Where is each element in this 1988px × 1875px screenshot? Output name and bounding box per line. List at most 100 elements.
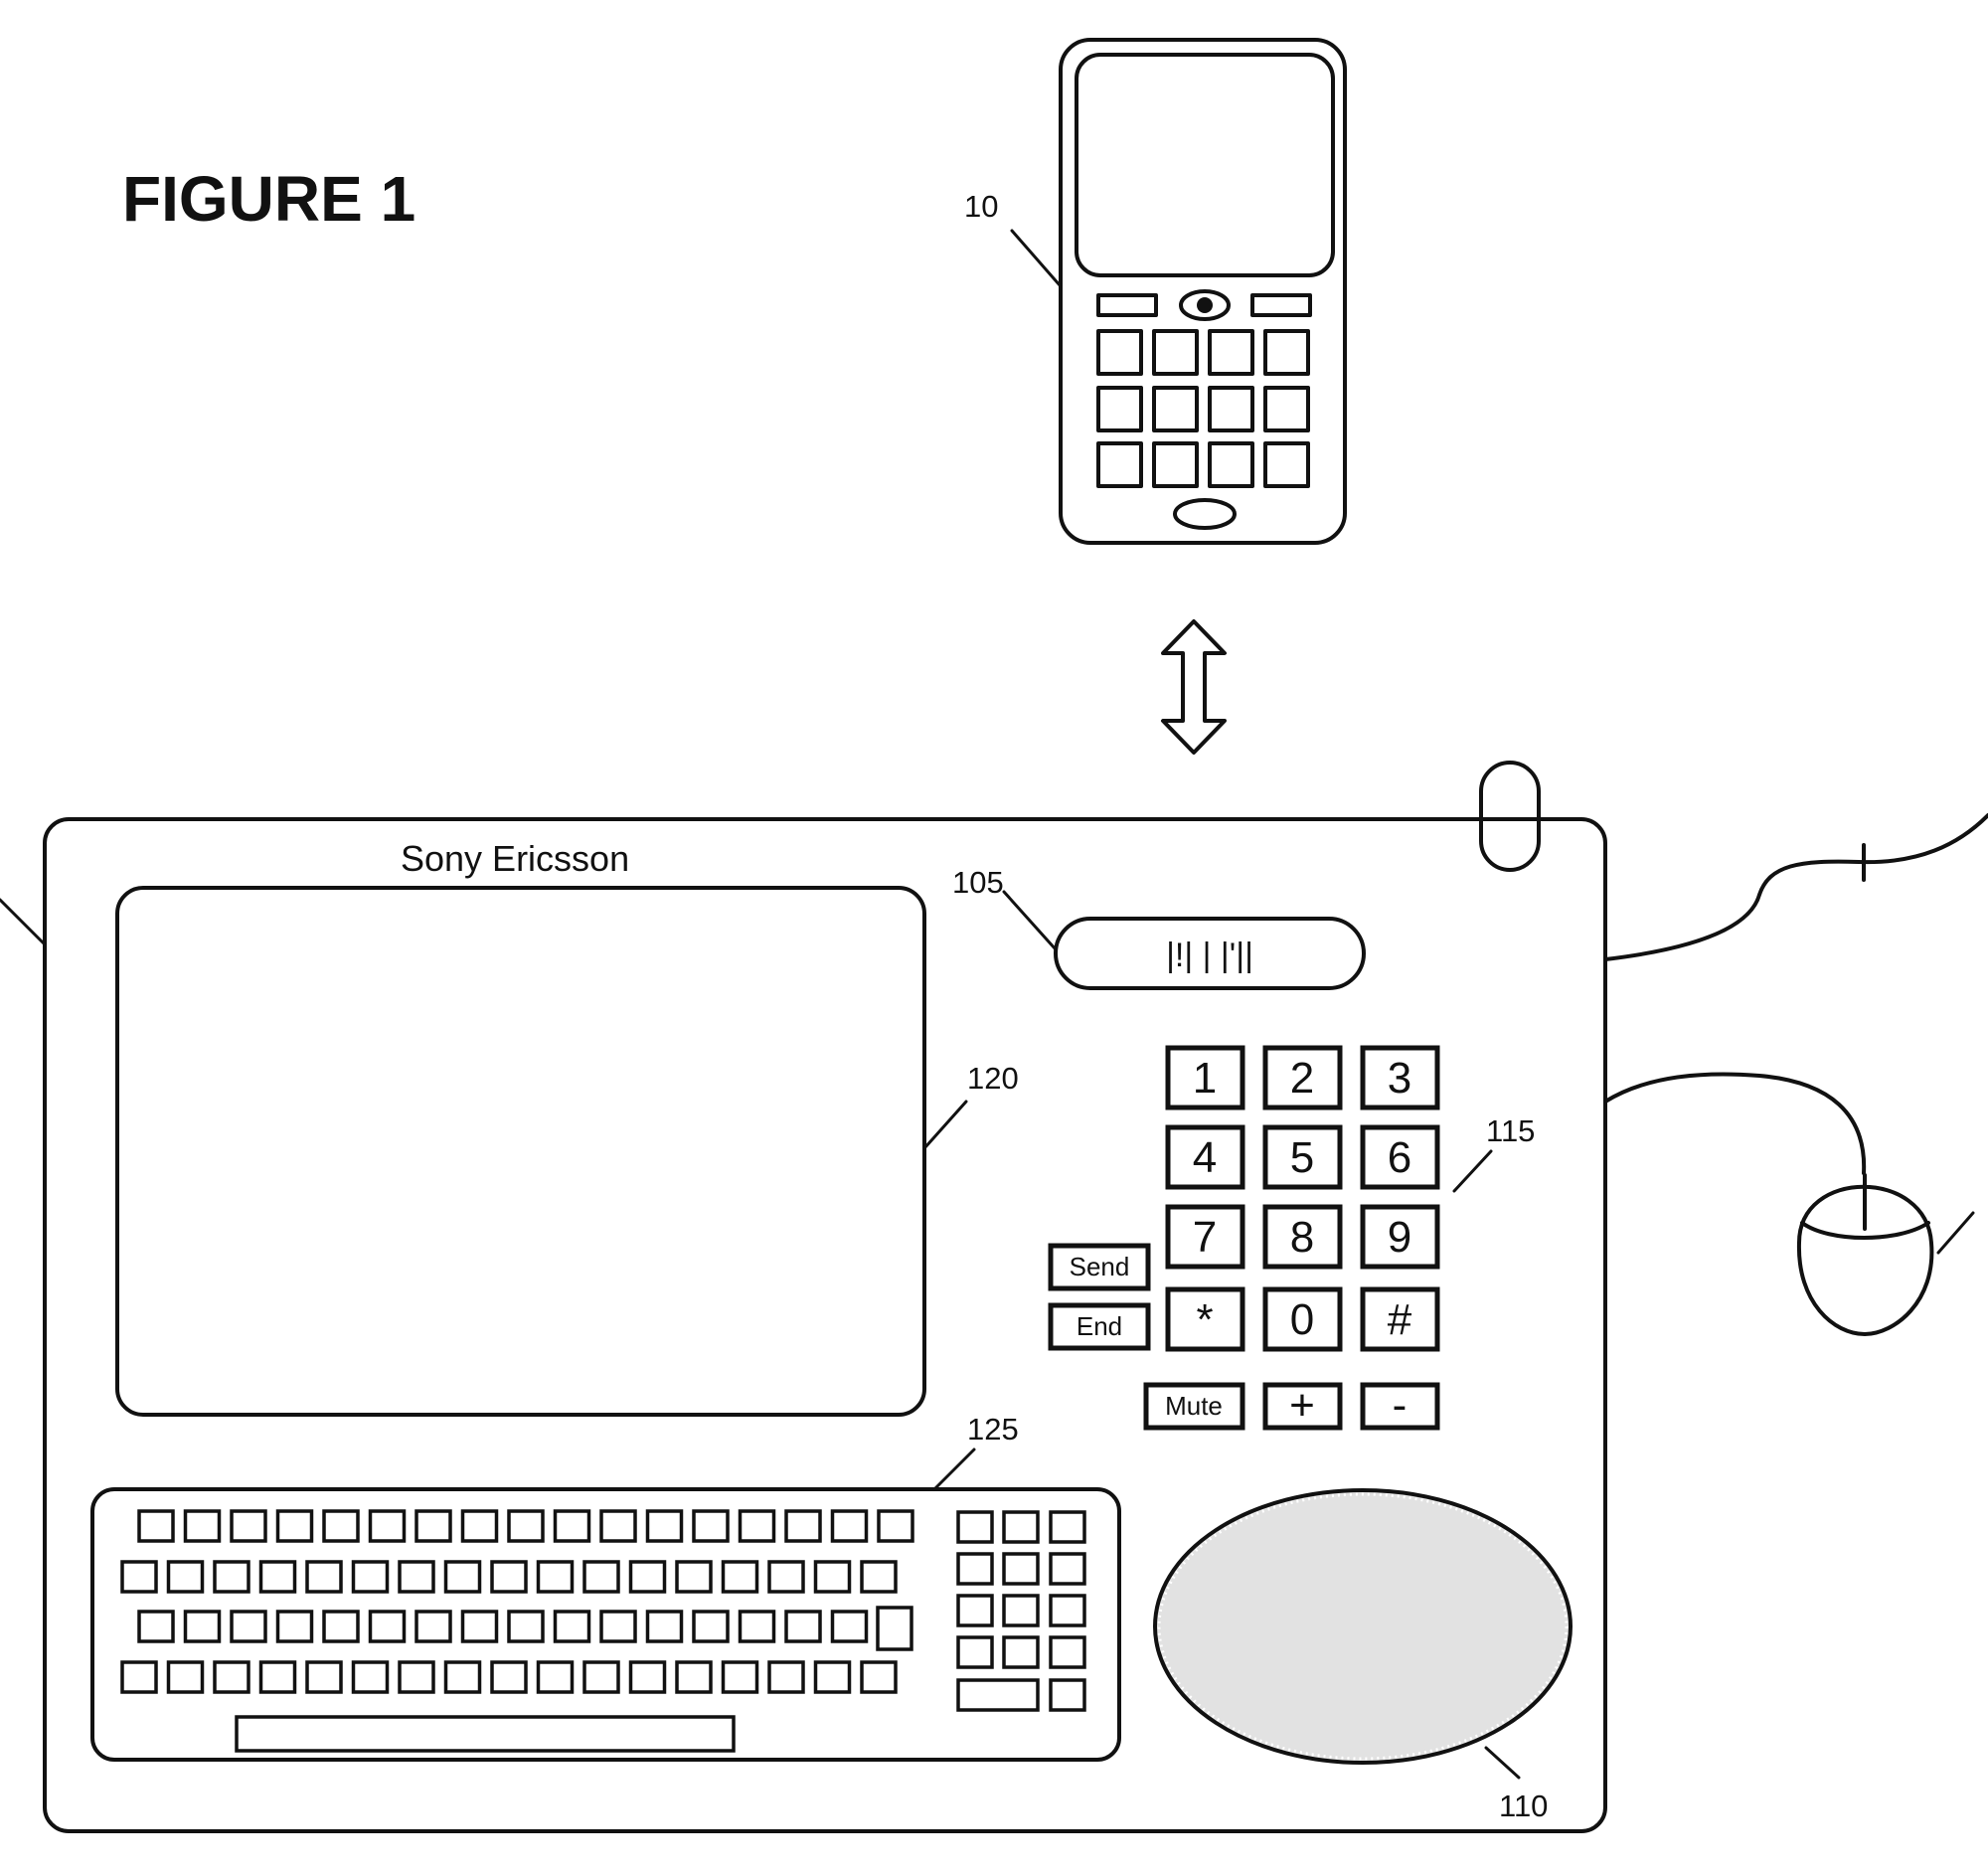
keyboard-numpad-key[interactable] xyxy=(1049,1552,1086,1586)
key-2[interactable] xyxy=(1262,1045,1343,1110)
keyboard-key[interactable] xyxy=(645,1610,684,1643)
keyboard-key[interactable] xyxy=(213,1560,250,1594)
keyboard-key[interactable] xyxy=(305,1560,343,1594)
keyboard-key[interactable] xyxy=(692,1509,730,1543)
keyboard-key[interactable] xyxy=(860,1560,898,1594)
space-bar[interactable] xyxy=(235,1715,736,1753)
keyboard-key[interactable] xyxy=(460,1509,499,1543)
keyboard-numpad-key[interactable] xyxy=(956,1552,994,1586)
keyboard-key[interactable] xyxy=(213,1660,250,1694)
keyboard-key[interactable] xyxy=(553,1509,591,1543)
keyboard-numpad-wide-key[interactable] xyxy=(956,1678,1040,1712)
send-key[interactable] xyxy=(1048,1243,1151,1291)
keyboard-key[interactable] xyxy=(368,1509,407,1543)
keyboard-numpad-key[interactable] xyxy=(1002,1635,1040,1669)
volume-down-key[interactable] xyxy=(1360,1382,1440,1431)
key-1[interactable] xyxy=(1165,1045,1245,1110)
keyboard-key[interactable] xyxy=(258,1560,297,1594)
keyboard-key[interactable] xyxy=(414,1509,452,1543)
keyboard-key[interactable] xyxy=(258,1660,297,1694)
keyboard-key[interactable] xyxy=(398,1560,435,1594)
keyboard-key[interactable] xyxy=(784,1509,822,1543)
keyboard-key[interactable] xyxy=(166,1660,205,1694)
keyboard-key[interactable] xyxy=(322,1610,360,1643)
keyboard-key[interactable] xyxy=(351,1560,390,1594)
keyboard-key[interactable] xyxy=(183,1509,222,1543)
keyboard-numpad-key[interactable] xyxy=(1049,1594,1086,1627)
keyboard-key[interactable] xyxy=(582,1660,620,1694)
keyboard-key[interactable] xyxy=(507,1610,545,1643)
keyboard-key[interactable] xyxy=(877,1509,914,1543)
key-5[interactable] xyxy=(1262,1124,1343,1190)
keyboard-key[interactable] xyxy=(767,1660,805,1694)
key-0[interactable] xyxy=(1262,1286,1343,1352)
keyboard-key[interactable] xyxy=(813,1560,852,1594)
keyboard-key[interactable] xyxy=(628,1560,667,1594)
keyboard-key[interactable] xyxy=(582,1560,620,1594)
key-hash[interactable] xyxy=(1360,1286,1440,1352)
keyboard-key[interactable] xyxy=(721,1560,759,1594)
keyboard-key[interactable] xyxy=(322,1509,360,1543)
keyboard-key[interactable] xyxy=(599,1610,637,1643)
keyboard-key[interactable] xyxy=(675,1660,713,1694)
keyboard-key[interactable] xyxy=(628,1660,667,1694)
keyboard-key[interactable] xyxy=(230,1610,267,1643)
keyboard-key[interactable] xyxy=(830,1610,869,1643)
keyboard-numpad-key[interactable] xyxy=(956,1594,994,1627)
end-key[interactable] xyxy=(1048,1302,1151,1351)
keyboard-numpad-key[interactable] xyxy=(1002,1552,1040,1586)
keyboard-key[interactable] xyxy=(137,1509,175,1543)
key-star[interactable] xyxy=(1165,1286,1245,1352)
keyboard-numpad-key[interactable] xyxy=(1002,1510,1040,1544)
keyboard-key[interactable] xyxy=(813,1660,852,1694)
keyboard-key[interactable] xyxy=(692,1610,730,1643)
keyboard-key[interactable] xyxy=(738,1509,776,1543)
keyboard-key[interactable] xyxy=(784,1610,822,1643)
keyboard-key[interactable] xyxy=(230,1509,267,1543)
key-8[interactable] xyxy=(1262,1204,1343,1270)
keyboard-numpad-key[interactable] xyxy=(1002,1594,1040,1627)
keyboard-key[interactable] xyxy=(721,1660,759,1694)
keyboard-key[interactable] xyxy=(351,1660,390,1694)
keyboard-key[interactable] xyxy=(830,1509,869,1543)
keyboard-key[interactable] xyxy=(490,1560,528,1594)
keyboard-numpad-key[interactable] xyxy=(1049,1510,1086,1544)
keyboard-key[interactable] xyxy=(443,1560,482,1594)
keyboard-key[interactable] xyxy=(120,1660,158,1694)
keyboard-key[interactable] xyxy=(738,1610,776,1643)
keyboard-key[interactable] xyxy=(120,1560,158,1594)
keyboard-numpad-key[interactable] xyxy=(1049,1678,1086,1712)
key-9[interactable] xyxy=(1360,1204,1440,1270)
keyboard-key[interactable] xyxy=(166,1560,205,1594)
keyboard-key[interactable] xyxy=(860,1660,898,1694)
keyboard-numpad-key[interactable] xyxy=(956,1510,994,1544)
keyboard-key[interactable] xyxy=(767,1560,805,1594)
keyboard-key[interactable] xyxy=(443,1660,482,1694)
key-6[interactable] xyxy=(1360,1124,1440,1190)
keyboard-enter-key[interactable] xyxy=(876,1606,913,1651)
key-7[interactable] xyxy=(1165,1204,1245,1270)
keyboard-key[interactable] xyxy=(507,1509,545,1543)
keyboard-key[interactable] xyxy=(460,1610,499,1643)
volume-up-key[interactable] xyxy=(1262,1382,1343,1431)
mute-key[interactable] xyxy=(1143,1382,1245,1431)
keyboard-numpad-key[interactable] xyxy=(1049,1635,1086,1669)
keyboard-key[interactable] xyxy=(414,1610,452,1643)
keyboard-key[interactable] xyxy=(275,1610,314,1643)
keyboard-key[interactable] xyxy=(305,1660,343,1694)
keyboard-key[interactable] xyxy=(275,1509,314,1543)
keyboard-key[interactable] xyxy=(675,1560,713,1594)
keyboard-key[interactable] xyxy=(137,1610,175,1643)
key-4[interactable] xyxy=(1165,1124,1245,1190)
keyboard-key[interactable] xyxy=(368,1610,407,1643)
keyboard-key[interactable] xyxy=(490,1660,528,1694)
keyboard-key[interactable] xyxy=(536,1560,575,1594)
key-3[interactable] xyxy=(1360,1045,1440,1110)
keyboard-key[interactable] xyxy=(553,1610,591,1643)
keyboard-key[interactable] xyxy=(599,1509,637,1543)
keyboard-key[interactable] xyxy=(398,1660,435,1694)
keyboard-key[interactable] xyxy=(645,1509,684,1543)
keyboard-key[interactable] xyxy=(536,1660,575,1694)
keyboard-key[interactable] xyxy=(183,1610,222,1643)
keyboard-numpad-key[interactable] xyxy=(956,1635,994,1669)
